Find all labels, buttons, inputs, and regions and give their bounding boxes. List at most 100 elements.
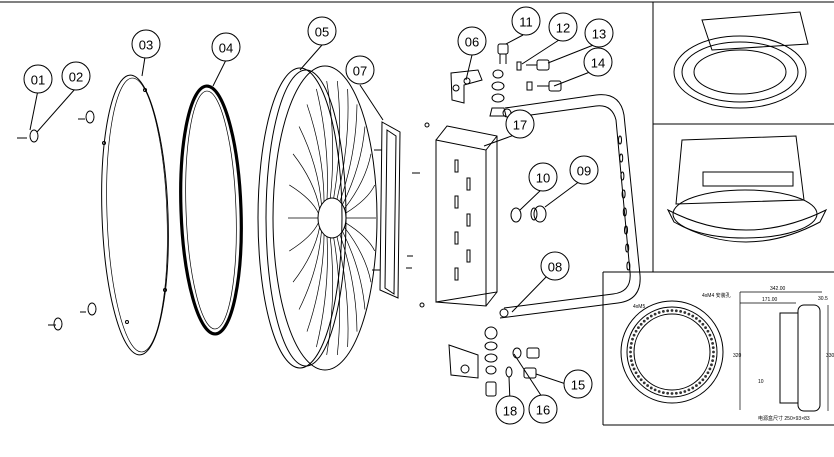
dim-top-width: 342.00 [770,286,786,292]
bracket-hole [621,189,626,199]
heatsink-fin [298,231,322,310]
callout-number: 06 [465,35,479,50]
vent-slot [466,213,471,227]
callout-number: 17 [513,118,527,133]
leader-lines [29,34,597,403]
heatsink-fin [345,184,376,214]
part-13-bolt [516,59,550,71]
led-dot [711,354,715,358]
heatsink-fin [333,237,341,356]
callout-10: 10 [528,162,558,192]
led-dot [691,386,695,390]
bracket-hole [619,153,624,163]
bracket-hole [622,207,627,217]
led-dot [666,391,670,395]
vent-slot [454,159,459,173]
heatsink-fin [336,236,349,348]
led-dot [706,371,710,375]
led-dot [683,311,687,314]
led-dot [679,391,683,394]
dim-left-height: 320 [733,353,742,359]
led-dot [639,378,643,382]
callout-number: 18 [503,404,517,419]
callout-18: 18 [495,395,525,425]
led-dot [630,341,633,345]
led-dot [629,346,633,350]
callout-17: 17 [505,109,535,139]
dim-ring-label: 4xM4 安装孔 [702,292,731,299]
callout-number: 11 [519,15,533,30]
led-dot [649,314,653,318]
led-dot [708,333,712,337]
dim-left-label: 4xM5 [633,304,645,310]
led-dot [687,312,691,316]
led-dot [661,310,665,313]
led-dot [639,322,643,326]
callout-05: 05 [307,16,337,46]
callout-06: 06 [457,26,487,56]
callout-number: 09 [577,164,591,179]
led-dot [642,319,646,323]
led-dot [661,391,665,394]
led-dot [670,392,674,395]
led-dot [646,384,650,387]
heatsink-fin [339,104,358,202]
part-03-lens-cover [101,74,169,356]
bracket-hole [618,135,622,145]
led-dot [687,388,691,392]
led-dot [694,384,698,387]
led-dot [657,390,661,393]
part-10-nut [510,207,522,223]
led-dot [646,317,650,320]
part-02-washer [29,110,97,331]
part-05-heatsink-housing [257,65,378,371]
led-dot [629,354,633,358]
heatsink-fin [342,126,366,205]
part-14-nut [526,80,562,92]
callout-03: 03 [131,29,161,59]
led-dot [670,309,674,312]
heatsink-fin [292,153,320,209]
vent-slot [466,249,471,263]
callout-14: 14 [583,47,613,77]
callout-number: 13 [592,27,606,42]
bracket-hole [624,225,628,235]
led-dot [674,309,678,313]
heatsink-fin [336,88,349,200]
callout-number: 03 [139,38,153,53]
vent-slot [454,231,459,245]
callout-07: 07 [345,55,375,85]
part-01-screw [17,137,56,326]
heatsink-fin [344,153,372,209]
callout-number: 15 [571,378,585,393]
part-08-u-bracket [499,94,641,319]
heatsink-fin [316,88,328,200]
callout-number: 07 [353,64,367,79]
thumbnail-top-view [673,11,809,109]
callout-15: 15 [563,369,593,399]
heatsink-fin [306,234,325,332]
led-dot [637,374,640,378]
heatsink-fin [339,234,358,332]
led-dot [704,326,707,330]
part-bottom-clamp [448,326,540,397]
led-dot [629,350,632,354]
led-dot [683,390,687,393]
led-dot [632,333,636,337]
part-04-gasket-ring [179,84,243,336]
heatsink-fin [289,184,319,214]
heatsink-fin [292,227,320,283]
led-dot [701,378,705,382]
heatsink-fin [344,227,372,283]
dimension-drawing: 342.00 171.00 30.5 330 320 10 4xM5 4xM4 … [620,286,834,422]
led-dot [642,381,646,385]
led-dot [710,337,713,341]
heatsink-fin [326,80,334,199]
callout-number: 12 [556,21,570,36]
heatsink-fin [342,231,366,310]
bracket-hole [625,243,630,253]
callout-12: 12 [548,12,578,42]
callout-number: 08 [548,260,562,275]
led-dot [631,337,634,341]
vent-slot [454,267,459,281]
